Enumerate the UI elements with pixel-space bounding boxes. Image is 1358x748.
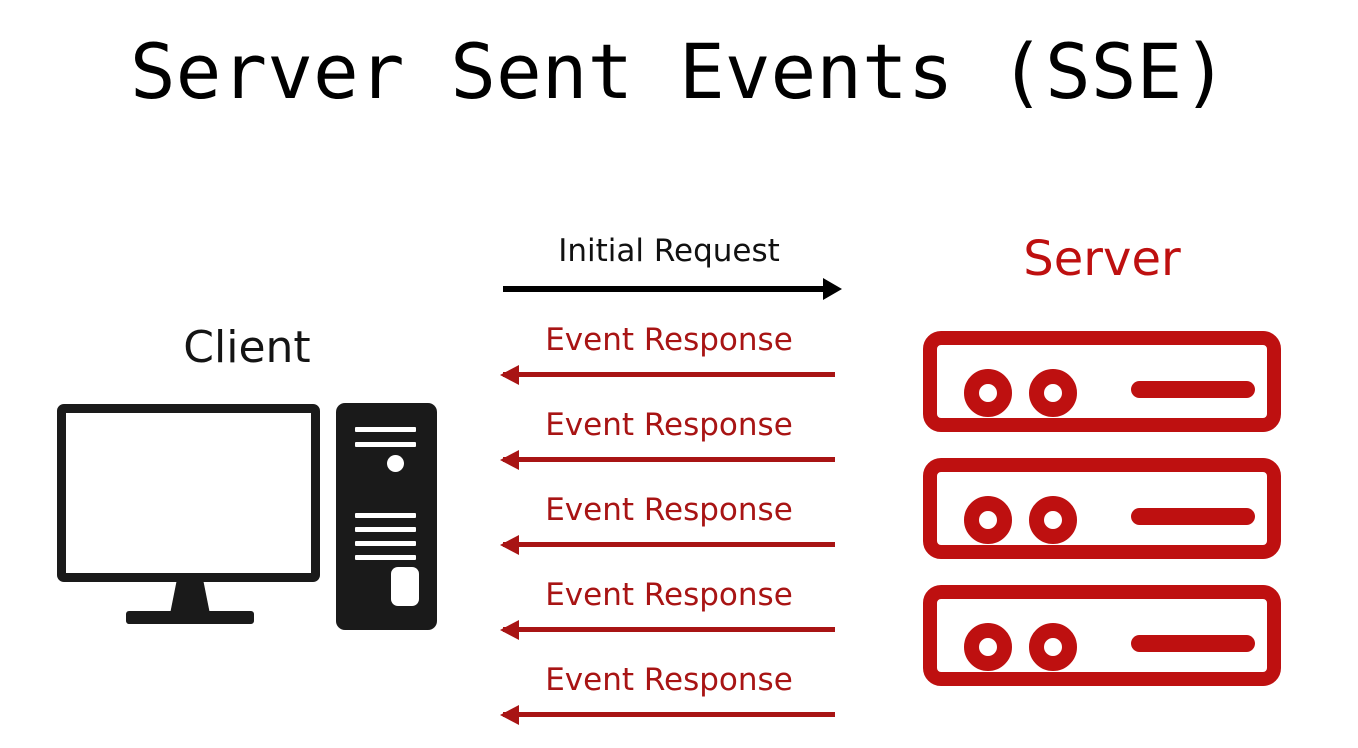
server-label: Server: [1023, 231, 1181, 287]
rack-indicator-dot-icon: [1029, 623, 1077, 671]
tower-vent-line-icon: [355, 541, 416, 546]
initial-request-arrow-line: [503, 286, 835, 292]
event-response-1-arrow-line: [503, 372, 835, 377]
tower-vent-line-icon: [355, 555, 416, 560]
client-label: Client: [183, 322, 311, 373]
rack-status-bar-icon: [1131, 508, 1255, 525]
tower-vent-line-icon: [355, 513, 416, 518]
server-rack-unit-2-icon: [923, 458, 1281, 559]
event-response-5-label: Event Response: [545, 662, 793, 698]
event-response-5-arrow-line: [503, 712, 835, 717]
event-response-1-arrowhead-left-icon: [500, 365, 519, 385]
event-response-2-label: Event Response: [545, 407, 793, 443]
rack-status-bar-icon: [1131, 381, 1255, 398]
monitor-stand-neck-icon: [170, 578, 210, 614]
power-button-icon: [387, 455, 404, 472]
rack-indicator-dot-icon: [964, 496, 1012, 544]
event-response-4-arrow-line: [503, 627, 835, 632]
rack-indicator-dot-icon: [1029, 496, 1077, 544]
monitor-stand-base-icon: [126, 611, 254, 624]
server-rack-unit-1-icon: [923, 331, 1281, 432]
rack-indicator-dot-icon: [964, 623, 1012, 671]
page-title: Server Sent Events (SSE): [129, 27, 1229, 116]
event-response-2-arrowhead-left-icon: [500, 450, 519, 470]
initial-request-arrowhead-right-icon: [823, 278, 842, 300]
event-response-3-arrow-line: [503, 542, 835, 547]
event-response-2-arrow-line: [503, 457, 835, 462]
event-response-5-arrowhead-left-icon: [500, 705, 519, 725]
server-rack-unit-3-icon: [923, 585, 1281, 686]
event-response-3-arrowhead-left-icon: [500, 535, 519, 555]
tower-vent-line-icon: [355, 527, 416, 532]
rack-indicator-dot-icon: [1029, 369, 1077, 417]
initial-request-label: Initial Request: [558, 233, 780, 269]
tower-drive-slot-icon: [391, 567, 419, 606]
rack-indicator-dot-icon: [964, 369, 1012, 417]
event-response-3-label: Event Response: [545, 492, 793, 528]
monitor-icon: [57, 404, 320, 582]
computer-tower-icon: [336, 403, 437, 630]
tower-vent-line-icon: [355, 427, 416, 432]
tower-vent-line-icon: [355, 442, 416, 447]
event-response-4-label: Event Response: [545, 577, 793, 613]
event-response-1-label: Event Response: [545, 322, 793, 358]
rack-status-bar-icon: [1131, 635, 1255, 652]
event-response-4-arrowhead-left-icon: [500, 620, 519, 640]
